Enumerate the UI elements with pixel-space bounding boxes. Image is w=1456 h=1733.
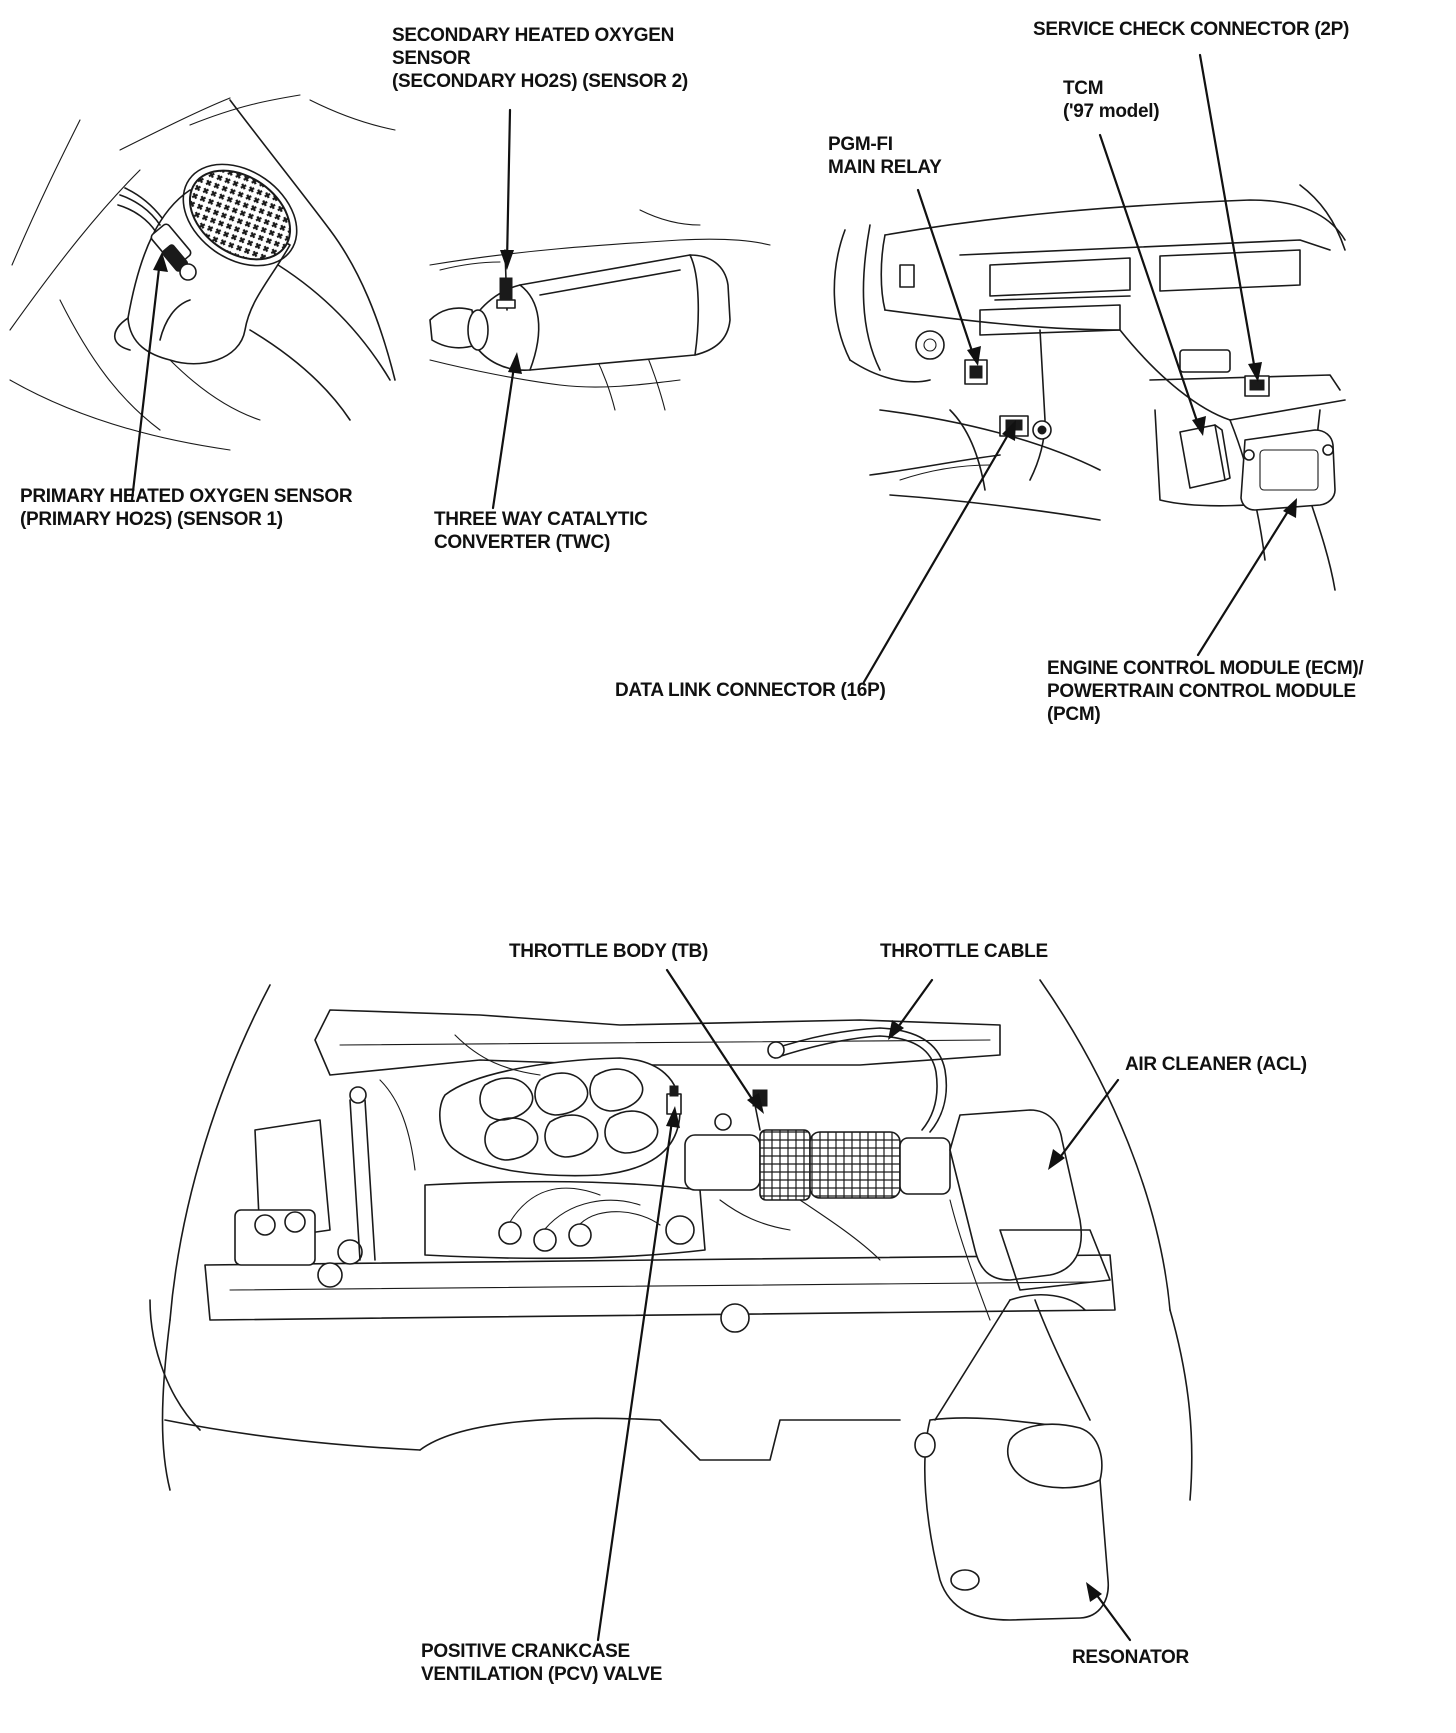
label-pgm-fi-main-relay: PGM-FI MAIN RELAY — [828, 133, 942, 179]
label-data-link-connector: DATA LINK CONNECTOR (16P) — [615, 679, 886, 702]
label-twc: THREE WAY CATALYTIC CONVERTER (TWC) — [434, 508, 648, 554]
label-line: (SECONDARY HO2S) (SENSOR 2) — [392, 71, 688, 92]
label-secondary-ho2s: SECONDARY HEATED OXYGEN SENSOR (SECONDAR… — [392, 24, 688, 93]
label-line: THROTTLE CABLE — [880, 941, 1048, 962]
label-line: (PCM) — [1047, 704, 1101, 725]
engine-bay-illustration — [149, 979, 1193, 1621]
label-resonator: RESONATOR — [1072, 1646, 1189, 1669]
label-ecm-pcm: ENGINE CONTROL MODULE (ECM)/ POWERTRAIN … — [1047, 657, 1364, 726]
label-line: POSITIVE CRANKCASE — [421, 1641, 630, 1662]
label-line: SECONDARY HEATED OXYGEN — [392, 25, 675, 46]
label-line: VENTILATION (PCV) VALVE — [421, 1664, 663, 1685]
label-line: THROTTLE BODY (TB) — [509, 941, 709, 962]
label-line: PGM-FI — [828, 134, 893, 155]
label-line: SERVICE CHECK CONNECTOR (2P) — [1033, 19, 1350, 40]
label-line: TCM — [1063, 78, 1104, 99]
label-line: POWERTRAIN CONTROL MODULE — [1047, 681, 1356, 702]
label-line: MAIN RELAY — [828, 157, 942, 178]
label-line: THREE WAY CATALYTIC — [434, 509, 648, 530]
label-pcv-valve: POSITIVE CRANKCASE VENTILATION (PCV) VAL… — [421, 1640, 662, 1686]
label-throttle-cable: THROTTLE CABLE — [880, 940, 1048, 963]
label-primary-ho2s: PRIMARY HEATED OXYGEN SENSOR (PRIMARY HO… — [20, 485, 353, 531]
label-line: (PRIMARY HO2S) (SENSOR 1) — [20, 509, 283, 530]
label-service-check-connector: SERVICE CHECK CONNECTOR (2P) — [1033, 18, 1349, 41]
label-line: ENGINE CONTROL MODULE (ECM)/ — [1047, 658, 1364, 679]
label-air-cleaner: AIR CLEANER (ACL) — [1125, 1053, 1307, 1076]
twc-illustration — [429, 209, 771, 411]
leader-lines — [130, 53, 1297, 1642]
label-tcm: TCM ('97 model) — [1063, 77, 1160, 123]
label-line: CONVERTER (TWC) — [434, 532, 610, 553]
label-line: AIR CLEANER (ACL) — [1125, 1054, 1307, 1075]
label-line: SENSOR — [392, 48, 471, 69]
dashboard-illustration — [833, 184, 1346, 591]
primary-ho2s-illustration — [9, 94, 396, 451]
label-line: RESONATOR — [1072, 1647, 1189, 1668]
label-line: ('97 model) — [1063, 101, 1160, 122]
label-line: PRIMARY HEATED OXYGEN SENSOR — [20, 486, 353, 507]
label-line: DATA LINK CONNECTOR (16P) — [615, 680, 886, 701]
label-throttle-body: THROTTLE BODY (TB) — [509, 940, 708, 963]
